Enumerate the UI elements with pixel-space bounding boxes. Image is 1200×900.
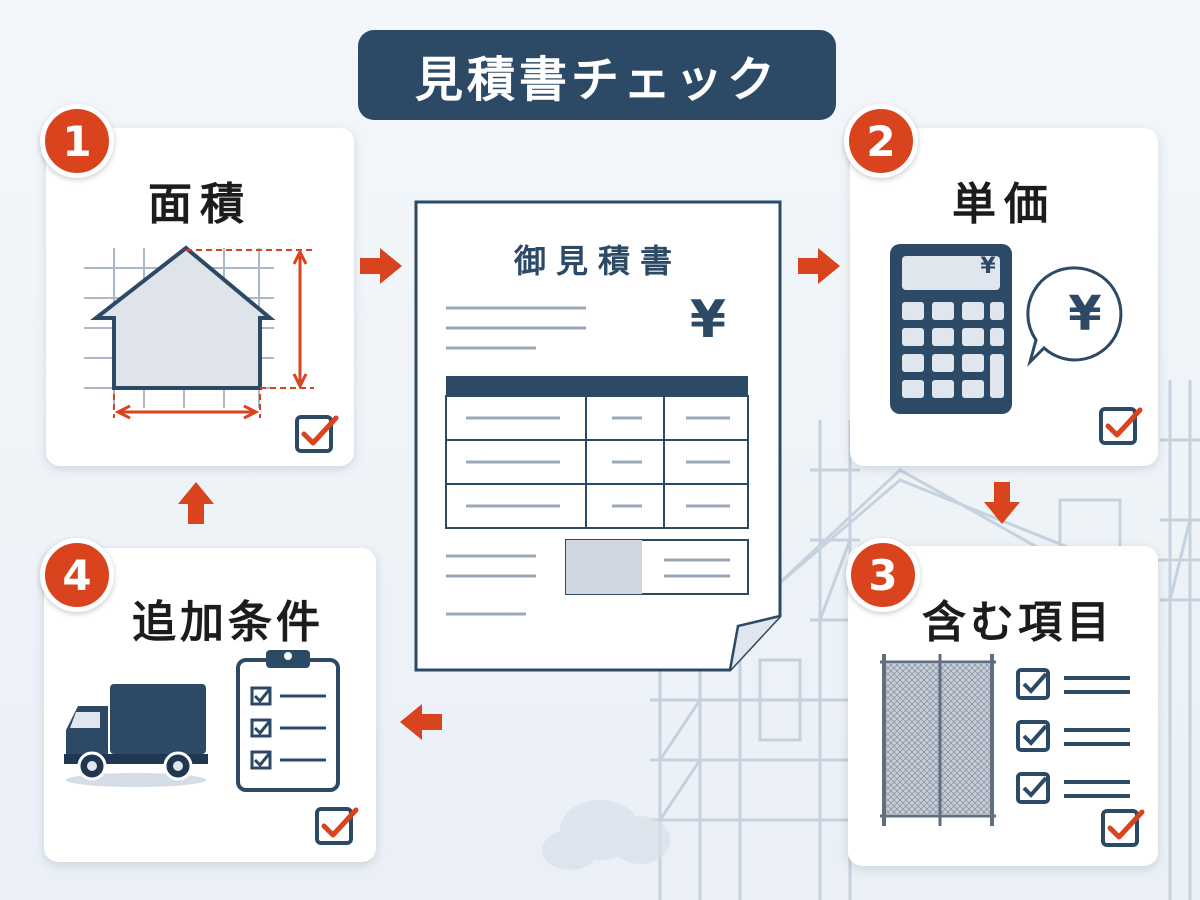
- checkbox-checked-icon: [1099, 407, 1143, 445]
- step-number-badge: 4: [40, 538, 114, 612]
- document-title: 御見積書: [513, 242, 682, 280]
- step-label: 面積: [148, 179, 252, 230]
- page-title: 見積書チェック: [358, 30, 836, 120]
- house-area-icon: [84, 245, 314, 420]
- step-card-unit-price: 単価 ¥ ¥: [850, 128, 1158, 466]
- yen-bubble-symbol: ¥: [1068, 286, 1102, 342]
- step-label: 追加条件: [132, 597, 324, 648]
- clipboard-checklist-icon: [236, 650, 340, 792]
- step-card-included-items: 含む項目: [848, 546, 1158, 866]
- scaffold-mesh-icon: [880, 654, 996, 826]
- arrow-down-icon: [984, 482, 1020, 524]
- yen-symbol: ¥: [689, 290, 727, 350]
- checkbox-checked-icon: [315, 807, 359, 845]
- checkbox-checked-icon: [295, 415, 339, 453]
- step-number-badge: 2: [844, 104, 918, 178]
- calculator-icon: [890, 244, 1012, 414]
- truck-icon: [64, 684, 208, 787]
- arrow-right-icon: [360, 248, 402, 284]
- arrow-right-icon: [798, 248, 840, 284]
- checklist-icon: [1016, 668, 1130, 804]
- speech-bubble-icon: [1026, 266, 1123, 368]
- step-card-area: 面積: [46, 128, 354, 466]
- arrow-left-icon: [400, 704, 442, 740]
- checkbox-checked-icon: [1101, 809, 1145, 847]
- document-sheet: [414, 200, 782, 672]
- step-label: 単価: [952, 179, 1056, 230]
- step-label: 含む項目: [922, 597, 1114, 648]
- calculator-display-yen: ¥: [980, 254, 996, 279]
- arrow-up-icon: [178, 482, 214, 524]
- step-number-badge: 1: [40, 104, 114, 178]
- step-number-badge: 3: [846, 538, 920, 612]
